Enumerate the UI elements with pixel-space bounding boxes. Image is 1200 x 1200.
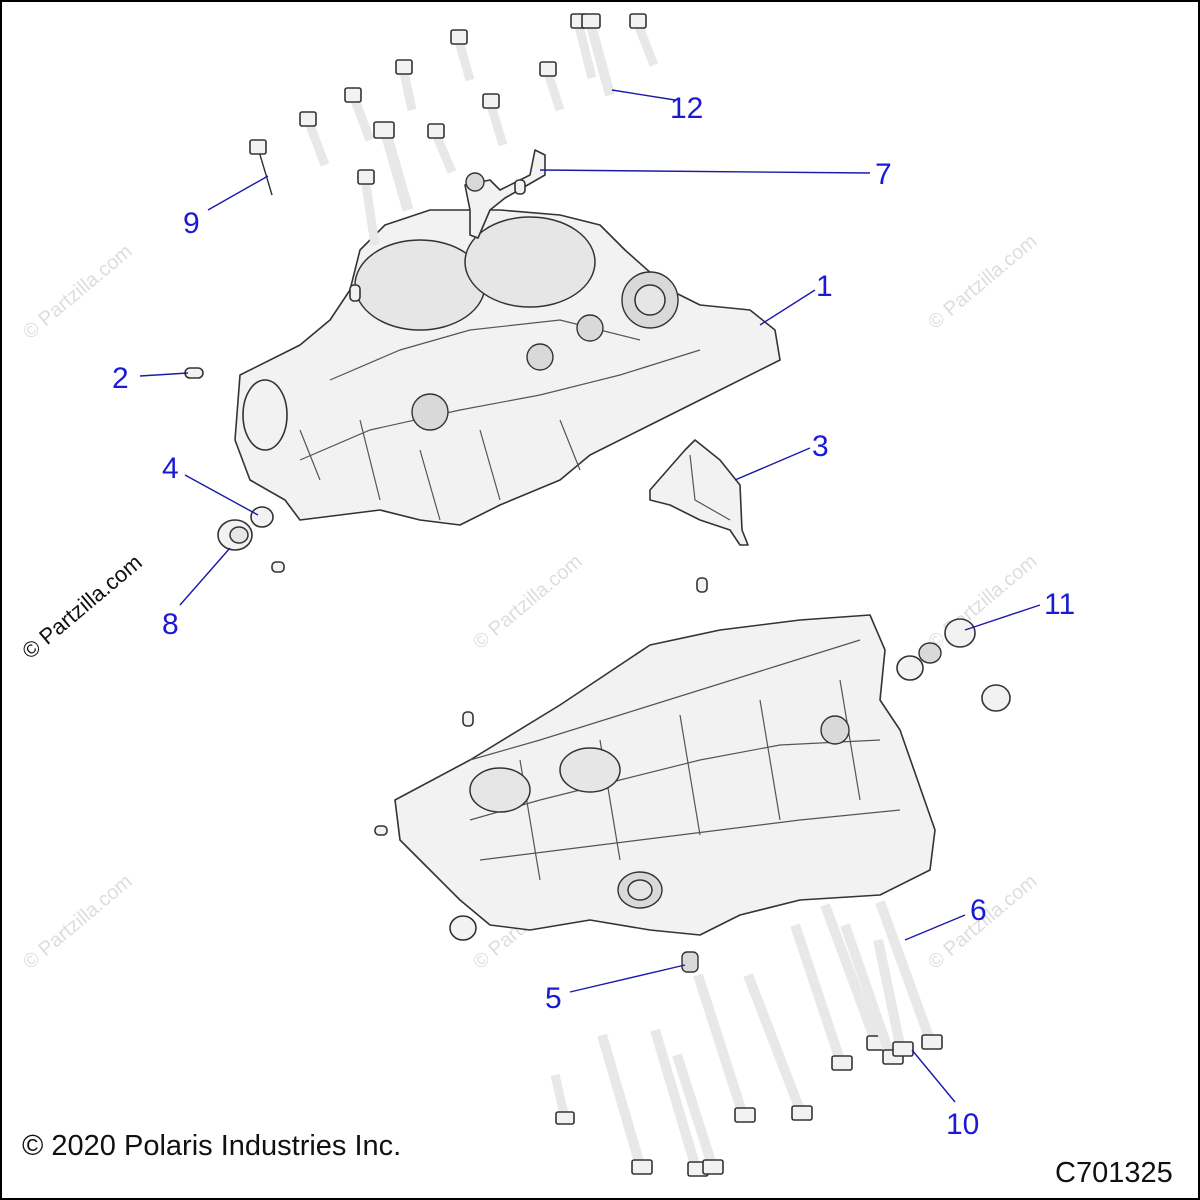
watermark-faint: © Partzilla.com [469, 550, 586, 653]
small-parts [184, 179, 1011, 973]
bolt [790, 923, 853, 1071]
plug [918, 642, 942, 664]
lower-bolts [550, 900, 943, 1177]
leader-2 [139, 372, 189, 377]
bolt [299, 111, 330, 167]
callout-12: 12 [670, 92, 703, 125]
leader-lines [139, 89, 1041, 1103]
diagram-code: C701325 [1055, 1157, 1173, 1189]
bolt [482, 93, 508, 147]
bolt [395, 59, 417, 111]
bolt [357, 169, 380, 246]
bolt [344, 87, 375, 142]
bolt [650, 1028, 709, 1177]
callout-3: 3 [812, 430, 829, 463]
leader-1 [759, 289, 816, 326]
dowel-pin [514, 179, 526, 195]
plug [981, 684, 1011, 712]
plug [896, 655, 924, 681]
bolt [693, 973, 756, 1123]
callout-labels: 1 2 3 4 5 6 7 8 9 10 11 12 [112, 92, 1075, 1141]
callout-11: 11 [1044, 588, 1075, 621]
bolt [249, 139, 273, 196]
leader-3 [734, 447, 811, 481]
plug [944, 618, 976, 648]
bolt [629, 13, 659, 67]
sensor-part [464, 149, 546, 239]
watermark-faint: © Partzilla.com [19, 240, 136, 343]
watermark: © Partzilla.com [17, 549, 147, 663]
leader-8 [179, 547, 231, 606]
leader-5 [569, 964, 686, 993]
callout-5: 5 [545, 982, 562, 1015]
dowel-pin [462, 711, 474, 727]
leader-12 [611, 89, 676, 101]
callout-6: 6 [970, 894, 987, 927]
dowel-pin [374, 825, 388, 836]
callout-9: 9 [183, 207, 200, 240]
upper-bolts [249, 13, 659, 246]
callout-10: 10 [946, 1108, 979, 1141]
watermark-faint: © Partzilla.com [924, 230, 1041, 333]
callout-4: 4 [162, 452, 179, 485]
dowel-pin [696, 577, 708, 593]
bolt [672, 1053, 724, 1175]
bolt [873, 938, 914, 1057]
leader-9 [207, 175, 269, 211]
plug [449, 915, 477, 941]
watermark-faint: © Partzilla.com [924, 550, 1041, 653]
callout-7: 7 [875, 158, 892, 191]
lower-crankcase [394, 614, 936, 936]
copyright-text: © 2020 Polaris Industries Inc. [22, 1130, 401, 1162]
plug [681, 951, 699, 973]
watermark-faint: © Partzilla.com [19, 870, 136, 973]
dowel-pin [349, 284, 361, 302]
leader-4 [184, 474, 259, 516]
bushing [250, 506, 274, 528]
dowel-pin [271, 561, 285, 573]
callout-8: 8 [162, 608, 179, 641]
bolt [539, 61, 565, 112]
bolt [373, 121, 414, 212]
leader-7 [539, 169, 871, 174]
leader-6 [904, 914, 966, 941]
cylinder-bore-right [464, 216, 596, 308]
bolt [875, 900, 943, 1050]
bolt [550, 1073, 575, 1125]
callout-2: 2 [112, 362, 129, 395]
bolt [597, 1033, 653, 1175]
bolt [427, 123, 457, 174]
bolt [450, 29, 475, 82]
bolt [743, 973, 813, 1121]
leader-10 [911, 1049, 956, 1103]
bolt [581, 13, 615, 97]
callout-1: 1 [816, 270, 833, 303]
leader-11 [964, 604, 1041, 631]
bracket-part [649, 439, 749, 546]
upper-crankcase [234, 209, 781, 526]
